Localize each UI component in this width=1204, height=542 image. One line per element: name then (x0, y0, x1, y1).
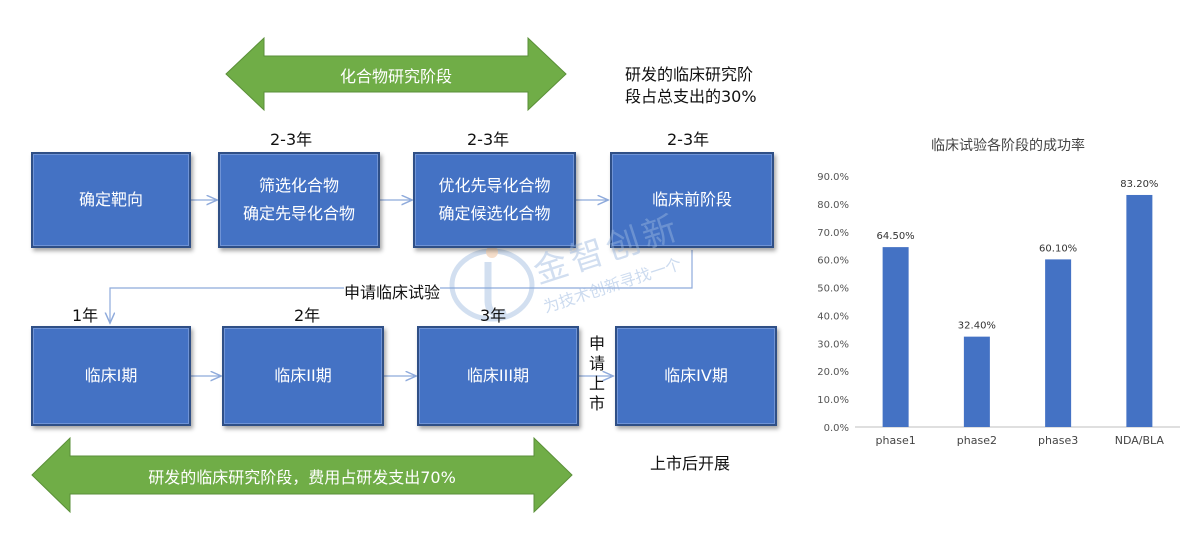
stage-phase2: 临床II期 (222, 326, 384, 426)
stage-target-label: 确定靶向 (78, 190, 143, 209)
year-screen: 2-3年 (270, 130, 313, 149)
apply-market-label: 申 请 上 市 (589, 334, 605, 414)
bar-phase1 (882, 247, 909, 427)
year-phase3: 3年 (480, 306, 507, 325)
y-tick-label: 10.0% (817, 395, 849, 406)
y-tick-label: 40.0% (817, 311, 849, 322)
stage-phase1: 临床I期 (31, 326, 191, 426)
y-tick-label: 30.0% (817, 339, 849, 350)
x-tick-label: NDA/BLA (1115, 434, 1165, 447)
year-preclinical: 2-3年 (667, 130, 710, 149)
stage-phase1-label: 临床I期 (84, 366, 138, 385)
bottom-banner-arrow (31, 436, 573, 514)
y-tick-label: 0.0% (824, 423, 849, 434)
stage-preclinical: 临床前阶段 (610, 152, 774, 248)
stage-optimize-line2: 确定候选化合物 (438, 204, 551, 223)
stage-screen-line2: 确定先导化合物 (242, 204, 355, 223)
stage-screen: 筛选化合物 确定先导化合物 (218, 152, 380, 248)
stage-phase2-label: 临床II期 (274, 366, 332, 385)
year-optimize: 2-3年 (467, 130, 510, 149)
stage-phase4-label: 临床IV期 (664, 366, 728, 385)
data-label: 32.40% (958, 321, 996, 332)
stage-phase4: 临床IV期 (615, 326, 777, 426)
watermark-logo-icon (449, 246, 535, 322)
bar-nda-bla (1126, 194, 1153, 427)
bottom-banner-label: 研发的临床研究阶段，费用占研发支出70% (148, 468, 456, 487)
stage-optimize: 优化先导化合物 确定候选化合物 (413, 152, 576, 248)
bar-phase3 (1045, 259, 1072, 427)
year-phase2: 2年 (294, 306, 321, 325)
stage-phase3: 临床III期 (417, 326, 579, 426)
note-top: 研发的临床研究阶 段占总支出的30% (625, 64, 757, 108)
data-label: 83.20% (1120, 179, 1158, 190)
apply-market-char2: 请 (589, 354, 606, 373)
x-tick-label: phase2 (957, 434, 997, 447)
stage-screen-line1: 筛选化合物 (258, 176, 339, 195)
note-top-line2: 段占总支出的30% (625, 87, 757, 106)
y-tick-label: 70.0% (817, 228, 849, 239)
x-tick-label: phase3 (1038, 434, 1078, 447)
stage-optimize-line1: 优化先导化合物 (438, 176, 551, 195)
y-tick-label: 50.0% (817, 284, 849, 295)
stage-target: 确定靶向 (31, 152, 191, 248)
apply-trial-label: 申请临床试验 (344, 279, 441, 303)
data-label: 64.50% (877, 231, 915, 242)
year-phase1: 1年 (72, 306, 99, 325)
apply-market-char3: 上 (589, 374, 606, 393)
bar-phase2 (963, 336, 990, 427)
chart-title: 临床试验各阶段的成功率 (931, 137, 1085, 154)
stage-preclinical-label: 临床前阶段 (651, 190, 732, 209)
y-tick-label: 80.0% (817, 200, 849, 211)
y-tick-label: 90.0% (817, 172, 849, 183)
x-tick-label: phase1 (876, 434, 916, 447)
note-bottom: 上市后开展 (650, 454, 731, 473)
note-top-line1: 研发的临床研究阶 (625, 65, 754, 84)
y-tick-label: 60.0% (817, 256, 849, 267)
y-tick-label: 20.0% (817, 367, 849, 378)
data-label: 60.10% (1039, 243, 1077, 254)
stage-phase3-label: 临床III期 (466, 366, 530, 385)
apply-market-char1: 申 (589, 334, 606, 353)
apply-market-char4: 市 (589, 394, 606, 413)
top-banner-label: 化合物研究阶段 (339, 67, 452, 86)
top-banner-arrow (225, 36, 567, 112)
